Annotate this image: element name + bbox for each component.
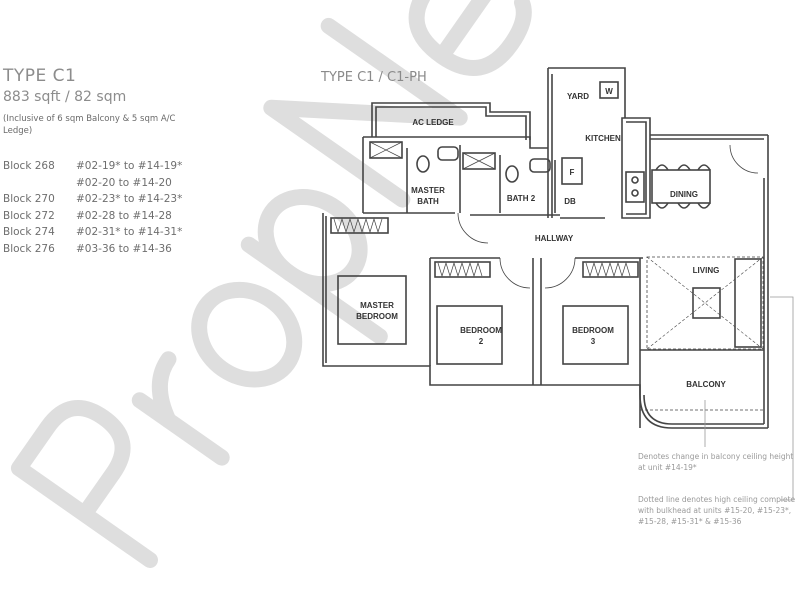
label-hallway: HALLWAY — [535, 234, 574, 243]
block-units: #02-28 to #14-28 — [76, 209, 172, 222]
balcony-ceiling-note: Denotes change in balcony ceiling height… — [638, 452, 794, 472]
block-row: Block 270 #02-23* to #14-23* — [3, 191, 182, 208]
label-master-bedroom: BEDROOM — [356, 312, 398, 321]
block-row: #02-20 to #14-20 — [3, 175, 182, 192]
block-units: #02-19* to #14-19* — [76, 160, 183, 172]
leader-lines — [704, 296, 794, 501]
label-dining: DINING — [670, 190, 698, 199]
block-list: Block 268 #02-19* to #14-19* #02-20 to #1… — [3, 158, 182, 257]
walls — [322, 67, 769, 429]
unit-type-title: TYPE C1 — [3, 66, 77, 86]
label-living: LIVING — [693, 266, 720, 275]
label-bedroom-3: BEDROOM — [572, 326, 614, 335]
label-ac-ledge: AC LEDGE — [412, 118, 454, 127]
high-ceiling-note: Dotted line denotes high ceiling complet… — [638, 495, 796, 526]
block-name: Block 268 — [3, 160, 55, 172]
label-master-bedroom: MASTER — [360, 301, 394, 310]
label-yard: YARD — [567, 92, 589, 101]
block-row: Block 276 #03-36 to #14-36 — [3, 241, 182, 258]
block-name: Block 270 — [3, 193, 55, 205]
block-name — [3, 175, 76, 192]
unit-area: 883 sqft / 82 sqm — [3, 89, 127, 105]
label-db: DB — [564, 197, 576, 206]
label-balcony: BALCONY — [686, 380, 726, 389]
block-units: #02-31* to #14-31* — [76, 226, 183, 238]
label-bath-2: BATH 2 — [507, 194, 536, 203]
inclusive-note: (Inclusive of 6 sqm Balcony & 5 sqm A/C … — [3, 114, 176, 136]
label-bedroom-2: 2 — [479, 337, 484, 346]
block-units: #02-23* to #14-23* — [76, 193, 183, 205]
room-labels: AC LEDGE YARD W KITCHEN MASTER BATH BATH… — [356, 87, 726, 389]
block-row: Block 272 #02-28 to #14-28 — [3, 208, 182, 225]
label-master-bath: MASTER — [411, 186, 445, 195]
block-name: Block 274 — [3, 226, 55, 238]
watermark — [10, 0, 532, 568]
plan-title: TYPE C1 / C1-PH — [321, 70, 427, 85]
label-master-bath: BATH — [417, 197, 439, 206]
label-bedroom-3: 3 — [591, 337, 596, 346]
label-washer: W — [605, 87, 613, 96]
label-fridge: F — [570, 168, 575, 177]
block-name: Block 276 — [3, 242, 55, 255]
block-units: #03-36 to #14-36 — [76, 242, 172, 255]
block-name: Block 272 — [3, 209, 55, 222]
block-row: Block 274 #02-31* to #14-31* — [3, 224, 182, 241]
label-kitchen: KITCHEN — [585, 134, 621, 143]
block-row: Block 268 #02-19* to #14-19* — [3, 158, 182, 175]
label-bedroom-2: BEDROOM — [460, 326, 502, 335]
block-units: #02-20 to #14-20 — [76, 176, 172, 189]
